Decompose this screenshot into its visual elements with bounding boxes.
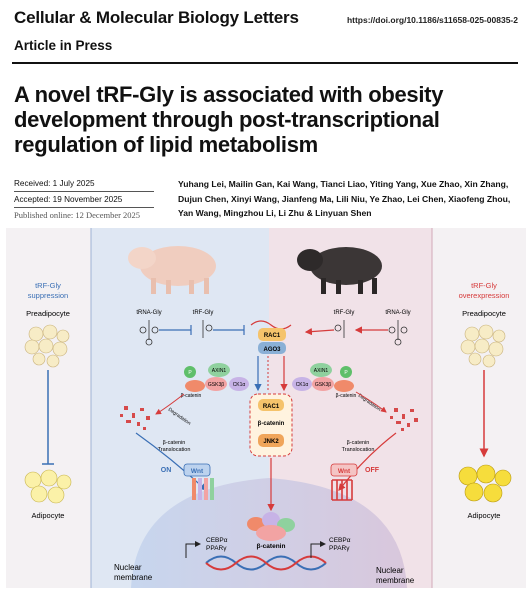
right-bcatenin-label: β-catenin — [336, 393, 357, 399]
left-bcatenin-label: β-catenin — [181, 393, 202, 399]
article-dates: Received: 1 July 2025 Accepted: 19 Novem… — [14, 176, 154, 223]
on-label: ON — [161, 467, 172, 474]
wnt-off-box — [330, 463, 358, 477]
left-preadipocyte-cluster — [24, 324, 70, 368]
right-axin1-label: AXIN1 — [314, 368, 329, 374]
wnt-on-box — [183, 463, 211, 477]
received-date: Received: 1 July 2025 — [14, 176, 154, 192]
left-nuclear-label-2: membrane — [114, 573, 153, 582]
left-wnt-label: Wnt — [191, 468, 204, 475]
left-panel-title-2: suppression — [28, 291, 68, 300]
left-translocation-line2: Translocation — [158, 447, 191, 453]
right-preadipocyte-label: Preadipocyte — [462, 309, 506, 318]
left-adipocyte-cluster — [24, 469, 72, 504]
rac1-ago3-complex — [258, 328, 286, 341]
left-adipocyte-label: Adipocyte — [32, 511, 65, 520]
article-title: A novel tRF-Gly is associated with obesi… — [14, 82, 444, 157]
complex-bcatenin-label: β-catenin — [258, 421, 285, 427]
jnk2-label: JNK2 — [263, 439, 279, 445]
ago3-label: AGO3 — [263, 347, 281, 353]
right-adipocyte-cluster — [458, 464, 512, 503]
accepted-date: Accepted: 19 November 2025 — [14, 192, 154, 208]
header-divider — [12, 62, 518, 64]
complex-rac1-label: RAC1 — [263, 404, 280, 410]
left-degraded-fragments — [120, 406, 150, 430]
right-translocation-line1: β-catenin — [347, 440, 370, 446]
right-trf-gly-label: tRF-Gly — [334, 310, 355, 316]
published-date: Published online: 12 December 2025 — [14, 210, 141, 220]
left-ppar-label: PPARγ — [206, 545, 227, 552]
rac1-label: RAC1 — [264, 333, 281, 339]
right-nuclear-label-1: Nuclear — [376, 566, 404, 575]
left-destruction-complex — [184, 363, 249, 392]
nuclear-bcatenin-complex — [247, 512, 295, 541]
left-trna-gly-label: tRNA-Gly — [136, 310, 161, 316]
right-trf-structure — [334, 320, 345, 338]
left-ck1a-label: CK1α — [233, 382, 246, 388]
right-preadipocyte-cluster — [460, 324, 506, 368]
white-pig-image — [128, 246, 216, 294]
right-ppar-label: PPARγ — [329, 545, 350, 552]
right-nuclear-label-2: membrane — [376, 576, 415, 585]
right-wnt-receptor — [331, 479, 353, 501]
right-panel-title-2: overexpression — [459, 291, 510, 300]
right-trna-gly-label: tRNA-Gly — [385, 310, 410, 316]
right-wnt-label: Wnt — [338, 468, 351, 475]
graphical-abstract: tRF-Gly suppression Preadipocyte Adipocy… — [6, 228, 526, 588]
off-label: OFF — [365, 467, 380, 474]
left-cebpa-label: CEBPα — [206, 537, 228, 544]
journal-name: Cellular & Molecular Biology Letters — [14, 8, 299, 27]
left-preadipocyte-label: Preadipocyte — [26, 309, 70, 318]
right-degraded-fragments — [390, 408, 418, 431]
black-pig-image — [297, 247, 382, 294]
left-trna-structure — [139, 320, 159, 346]
dna-helix — [205, 555, 327, 571]
right-gsk3b-label: GSK3β — [315, 382, 331, 388]
article-status: Article in Press — [14, 38, 113, 53]
left-gsk3b-label: GSK3β — [208, 382, 224, 388]
left-panel-title-1: tRF-Gly — [35, 281, 61, 290]
left-trf-gly-label: tRF-Gly — [193, 310, 214, 316]
doi-link[interactable]: https://doi.org/10.1186/s11658-025-00835… — [346, 15, 518, 25]
right-p-label: P — [344, 370, 348, 376]
right-ck1a-label: CK1α — [296, 382, 309, 388]
left-trf-structure — [202, 320, 213, 338]
left-translocation-line1: β-catenin — [163, 440, 186, 446]
nuclear-bcatenin-label: β-catenin — [257, 543, 286, 550]
right-adipocyte-label: Adipocyte — [468, 511, 501, 520]
left-axin1-label: AXIN1 — [212, 368, 227, 374]
right-trna-structure — [388, 320, 408, 346]
right-translocation-line2: Translocation — [342, 447, 375, 453]
right-cebpa-label: CEBPα — [329, 537, 351, 544]
right-destruction-complex — [292, 363, 354, 392]
left-p-label: P — [188, 370, 192, 376]
left-nuclear-label-1: Nuclear — [114, 563, 142, 572]
right-panel-title-1: tRF-Gly — [471, 281, 497, 290]
left-wnt-receptor — [192, 478, 214, 500]
author-list: Yuhang Lei, Mailin Gan, Kai Wang, Tianci… — [178, 179, 511, 218]
